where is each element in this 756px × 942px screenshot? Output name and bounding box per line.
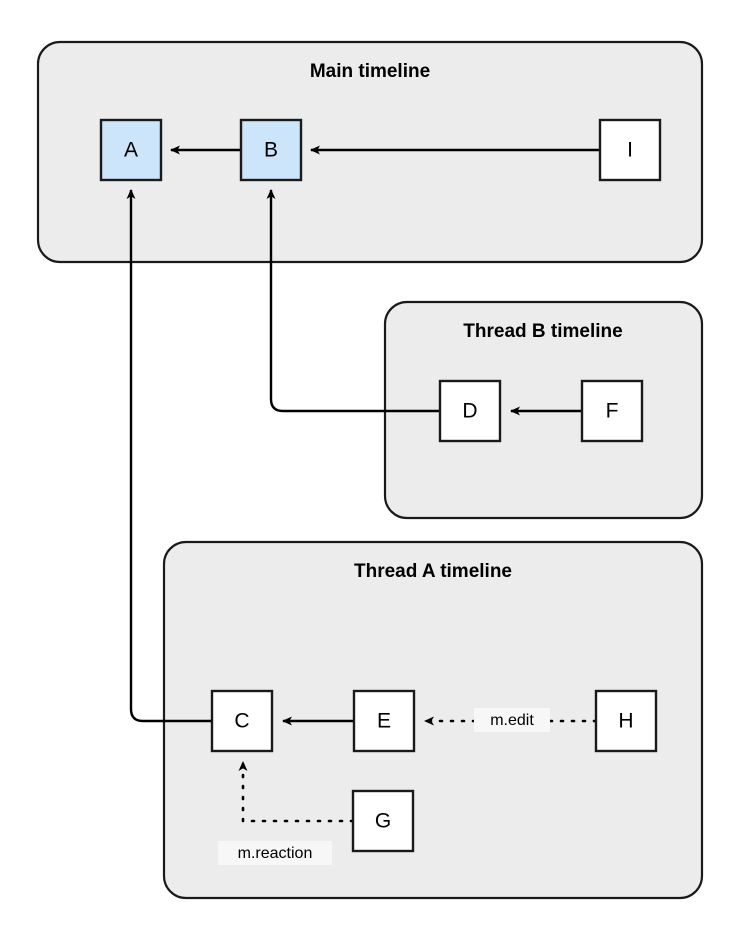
edge-label-m-reaction-background bbox=[218, 841, 332, 865]
node-h-box[interactable] bbox=[594, 689, 658, 753]
edge-g-to-c bbox=[238, 760, 355, 823]
panel-main-background bbox=[36, 40, 704, 264]
node-d[interactable]: D bbox=[438, 379, 502, 443]
node-f-label: F bbox=[606, 400, 619, 423]
node-i-label: I bbox=[627, 139, 633, 162]
edge-label-m-edit-text: m.edit bbox=[490, 712, 534, 729]
edge-label-m-edit: m.edit bbox=[474, 708, 550, 732]
edge-label-m-reaction: m.reaction bbox=[218, 841, 332, 865]
node-b-label: B bbox=[264, 139, 278, 162]
node-b-box[interactable] bbox=[239, 118, 303, 182]
node-e-label: E bbox=[377, 710, 391, 733]
node-d-box[interactable] bbox=[438, 379, 502, 443]
edge-d-to-b bbox=[266, 189, 440, 413]
node-g-box[interactable] bbox=[351, 789, 415, 853]
node-c-box[interactable] bbox=[210, 689, 274, 753]
node-d-label: D bbox=[462, 400, 477, 423]
node-g[interactable]: G bbox=[351, 789, 415, 853]
edge-c-to-a bbox=[126, 189, 212, 723]
node-c[interactable]: C bbox=[210, 689, 274, 753]
node-a-label: A bbox=[124, 139, 138, 162]
node-e-box[interactable] bbox=[352, 689, 416, 753]
node-e[interactable]: E bbox=[352, 689, 416, 753]
node-h-label: H bbox=[618, 710, 633, 733]
node-g-label: G bbox=[375, 810, 391, 833]
panel-thread-a-title: Thread A timeline bbox=[354, 561, 512, 582]
node-h[interactable]: H bbox=[594, 689, 658, 753]
node-b[interactable]: B bbox=[239, 118, 303, 182]
node-f-box[interactable] bbox=[580, 379, 644, 443]
panel-thread-b-title: Thread B timeline bbox=[463, 321, 622, 342]
edge-label-m-reaction-text: m.reaction bbox=[238, 845, 313, 862]
panel-main-timeline: Main timeline bbox=[36, 40, 704, 264]
edge-label-m-edit-background bbox=[474, 708, 550, 732]
node-c-label: C bbox=[234, 710, 249, 733]
node-i-box[interactable] bbox=[598, 118, 662, 182]
node-a-box[interactable] bbox=[99, 118, 163, 182]
panel-main-title: Main timeline bbox=[310, 61, 430, 82]
node-f[interactable]: F bbox=[580, 379, 644, 443]
node-a[interactable]: A bbox=[99, 118, 163, 182]
node-i[interactable]: I bbox=[598, 118, 662, 182]
